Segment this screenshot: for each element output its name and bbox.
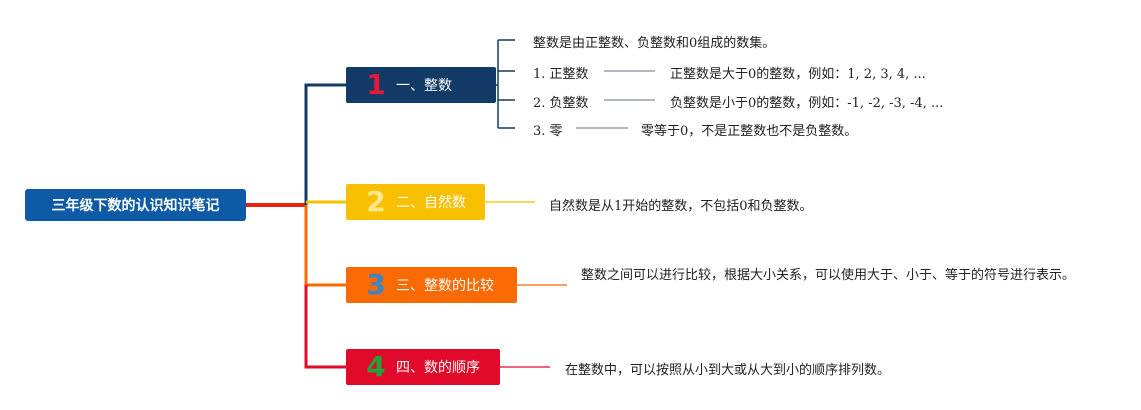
leaf-positive-integer: 1. 正整数 bbox=[533, 67, 589, 82]
root-node[interactable]: 三年级下数的认识知识笔记 bbox=[25, 189, 246, 221]
leaf-negative-integer-detail: 负整数是小于0的整数，例如：-1, -2, -3, -4, ... bbox=[670, 96, 944, 111]
branch-3-connector bbox=[304, 205, 346, 287]
branch-label-2: 二、自然数 bbox=[396, 195, 466, 211]
branch-1-connector bbox=[304, 83, 346, 205]
root-label: 三年级下数的认识知识笔记 bbox=[51, 198, 220, 214]
leaf-order-detail: 在整数中，可以按照从小到大或从大到小的顺序排列数。 bbox=[565, 363, 891, 378]
branch-node-1[interactable]: 1 一、整数 bbox=[346, 67, 496, 103]
branch-label-1: 一、整数 bbox=[396, 78, 452, 94]
branch-number-4: 4 bbox=[366, 350, 386, 383]
branch-number-3: 3 bbox=[366, 268, 386, 301]
branch-label-3: 三、整数的比较 bbox=[396, 278, 494, 294]
branch-node-4[interactable]: 4 四、数的顺序 bbox=[346, 349, 500, 385]
leaf-positive-integer-detail: 正整数是大于0的整数，例如：1, 2, 3, 4, ... bbox=[670, 67, 926, 82]
branch-number-1: 1 bbox=[366, 68, 386, 101]
leaf-integer-definition: 整数是由正整数、负整数和0组成的数集。 bbox=[533, 36, 776, 51]
branch-node-2[interactable]: 2 二、自然数 bbox=[346, 184, 485, 220]
branch-4-connector bbox=[304, 285, 346, 369]
branch-1-bracket bbox=[496, 39, 515, 129]
branch-number-2: 2 bbox=[366, 185, 386, 218]
branch-label-4: 四、数的顺序 bbox=[396, 360, 480, 376]
leaf-negative-integer: 2. 负整数 bbox=[533, 96, 589, 111]
leaf-natural-number-detail: 自然数是从1开始的整数，不包括0和负整数。 bbox=[549, 199, 813, 214]
leaf-zero: 3. 零 bbox=[533, 124, 563, 139]
branch-node-3[interactable]: 3 三、整数的比较 bbox=[346, 267, 517, 303]
leaf-comparison-detail: 整数之间可以进行比较，根据大小关系，可以使用大于、小于、等于的符号进行表示。 bbox=[581, 268, 1076, 283]
leaf-zero-detail: 零等于0，不是正整数也不是负整数。 bbox=[641, 124, 858, 139]
